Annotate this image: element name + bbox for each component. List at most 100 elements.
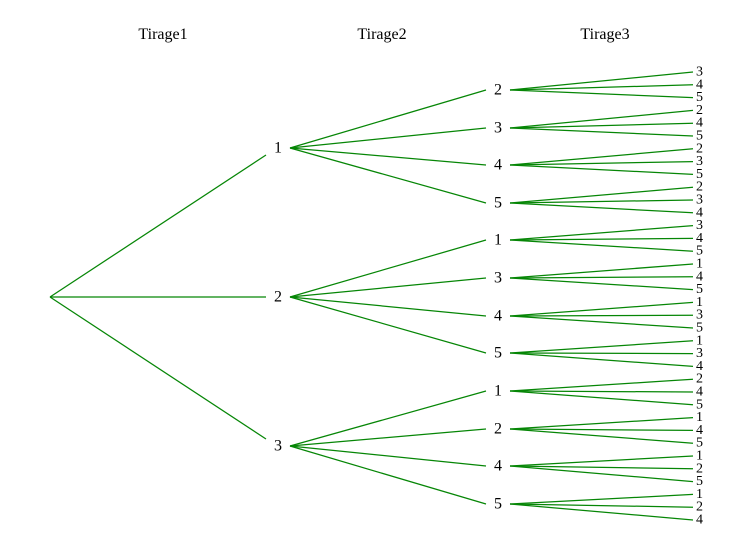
- tree-edge-level2: [509, 428, 694, 444]
- tree-edge-level2: [509, 314, 694, 317]
- tree-edge-level2: [509, 164, 694, 176]
- tree-edge-level1: [289, 296, 487, 317]
- tree-edge-level1: [289, 147, 487, 204]
- tree-edge-level1: [289, 147, 487, 166]
- leaf-label: 3: [696, 193, 703, 208]
- leaf-label: 3: [696, 65, 703, 80]
- tree-edge-level2: [509, 122, 694, 129]
- leaf-label: 5: [696, 90, 703, 105]
- leaf-label: 3: [696, 218, 703, 233]
- leaf-label: 5: [696, 474, 703, 489]
- tree-edge-level2: [509, 202, 694, 214]
- tree-edge-level1: [289, 239, 487, 298]
- leaf-label: 1: [696, 257, 703, 272]
- tree-edge-level2: [509, 315, 694, 329]
- leaf-label: 3: [696, 308, 703, 323]
- leaf-label: 4: [696, 385, 703, 400]
- level2-node-label: 5: [494, 345, 502, 362]
- leaf-label: 2: [696, 141, 703, 156]
- tree-edge-level1: [289, 89, 487, 149]
- level2-node-label: 4: [494, 157, 502, 174]
- level2-node-label: 1: [494, 232, 502, 249]
- level1-node-label: 3: [274, 438, 282, 455]
- leaf-label: 2: [696, 372, 703, 387]
- tree-edge-level2: [509, 503, 694, 508]
- leaf-label: 5: [696, 129, 703, 144]
- level2-node-label: 4: [494, 458, 502, 475]
- tree-edge-level2: [509, 186, 694, 204]
- tree-edge-level2: [509, 276, 694, 279]
- leaf-label: 4: [696, 205, 703, 220]
- tree-edge-level2: [509, 378, 694, 392]
- leaf-label: 4: [696, 116, 703, 131]
- tree-edge-level2: [509, 239, 694, 252]
- leaf-label: 3: [696, 346, 703, 361]
- tree-edge-level1: [289, 390, 487, 447]
- leaf-label: 4: [696, 359, 703, 374]
- tree-edge-level2: [509, 465, 694, 483]
- leaf-label: 5: [696, 321, 703, 336]
- tree-edge-level1: [289, 127, 487, 149]
- leaf-label: 4: [696, 231, 703, 246]
- leaf-label: 5: [696, 436, 703, 451]
- level2-node-label: 2: [494, 421, 502, 438]
- tree-edge-root: [49, 154, 267, 298]
- tree-edge-level2: [509, 277, 694, 291]
- tree-edge-level2: [509, 416, 694, 430]
- leaf-label: 2: [696, 500, 703, 515]
- leaf-label: 1: [696, 487, 703, 502]
- tree-edge-level2: [509, 493, 694, 505]
- tree-edge-level2: [509, 352, 694, 355]
- leaf-label: 2: [696, 180, 703, 195]
- tree-edge-level2: [509, 109, 694, 129]
- level2-node-label: 5: [494, 496, 502, 513]
- leaf-label: 5: [696, 397, 703, 412]
- tree-edge-level2: [509, 428, 694, 432]
- column-header-tirage1: Tirage1: [138, 26, 188, 43]
- tree-edge-level2: [509, 390, 694, 393]
- leaf-label: 1: [696, 410, 703, 425]
- column-header-tirage3: Tirage3: [580, 26, 630, 43]
- leaf-label: 4: [696, 269, 703, 284]
- tree-edge-level2: [509, 455, 694, 467]
- tree-edge-level1: [289, 445, 487, 505]
- leaf-label: 4: [696, 423, 703, 438]
- leaf-label: 4: [696, 513, 703, 528]
- tree-edge-level2: [509, 340, 694, 354]
- tree-edge-level1: [289, 428, 487, 447]
- tree-edge-level2: [509, 352, 694, 368]
- tree-edge-level2: [509, 148, 694, 166]
- level1-node-label: 2: [274, 289, 282, 306]
- leaf-label: 5: [696, 282, 703, 297]
- tree-edge-level2: [509, 390, 694, 406]
- tree-edge-level2: [509, 84, 694, 91]
- leaf-label: 2: [696, 461, 703, 476]
- tree-edge-level2: [509, 160, 694, 166]
- leaf-label: 1: [696, 295, 703, 310]
- leaf-label: 1: [696, 333, 703, 348]
- tree-edge-level1: [289, 277, 487, 298]
- tree-edge-level2: [509, 263, 694, 279]
- leaf-label: 5: [696, 167, 703, 182]
- leaf-label: 2: [696, 103, 703, 118]
- tree-edge-level1: [289, 296, 487, 354]
- level2-node-label: 3: [494, 120, 502, 137]
- leaf-label: 3: [696, 154, 703, 169]
- tree-edge-level2: [509, 89, 694, 99]
- level2-node-label: 3: [494, 270, 502, 287]
- level1-node-label: 1: [274, 140, 282, 157]
- tree-edge-level2: [509, 237, 694, 241]
- tree-edge-level2: [509, 465, 694, 470]
- tree-edge-level2: [509, 224, 694, 241]
- tree-edge-root: [49, 296, 267, 440]
- leaf-label: 1: [696, 449, 703, 464]
- level2-node-label: 4: [494, 308, 502, 325]
- tree-edge-level2: [509, 71, 694, 91]
- leaf-label: 4: [696, 77, 703, 92]
- level2-node-label: 2: [494, 82, 502, 99]
- leaf-label: 5: [696, 244, 703, 259]
- column-header-tirage2: Tirage2: [357, 26, 407, 43]
- tree-edge-level2: [509, 503, 694, 521]
